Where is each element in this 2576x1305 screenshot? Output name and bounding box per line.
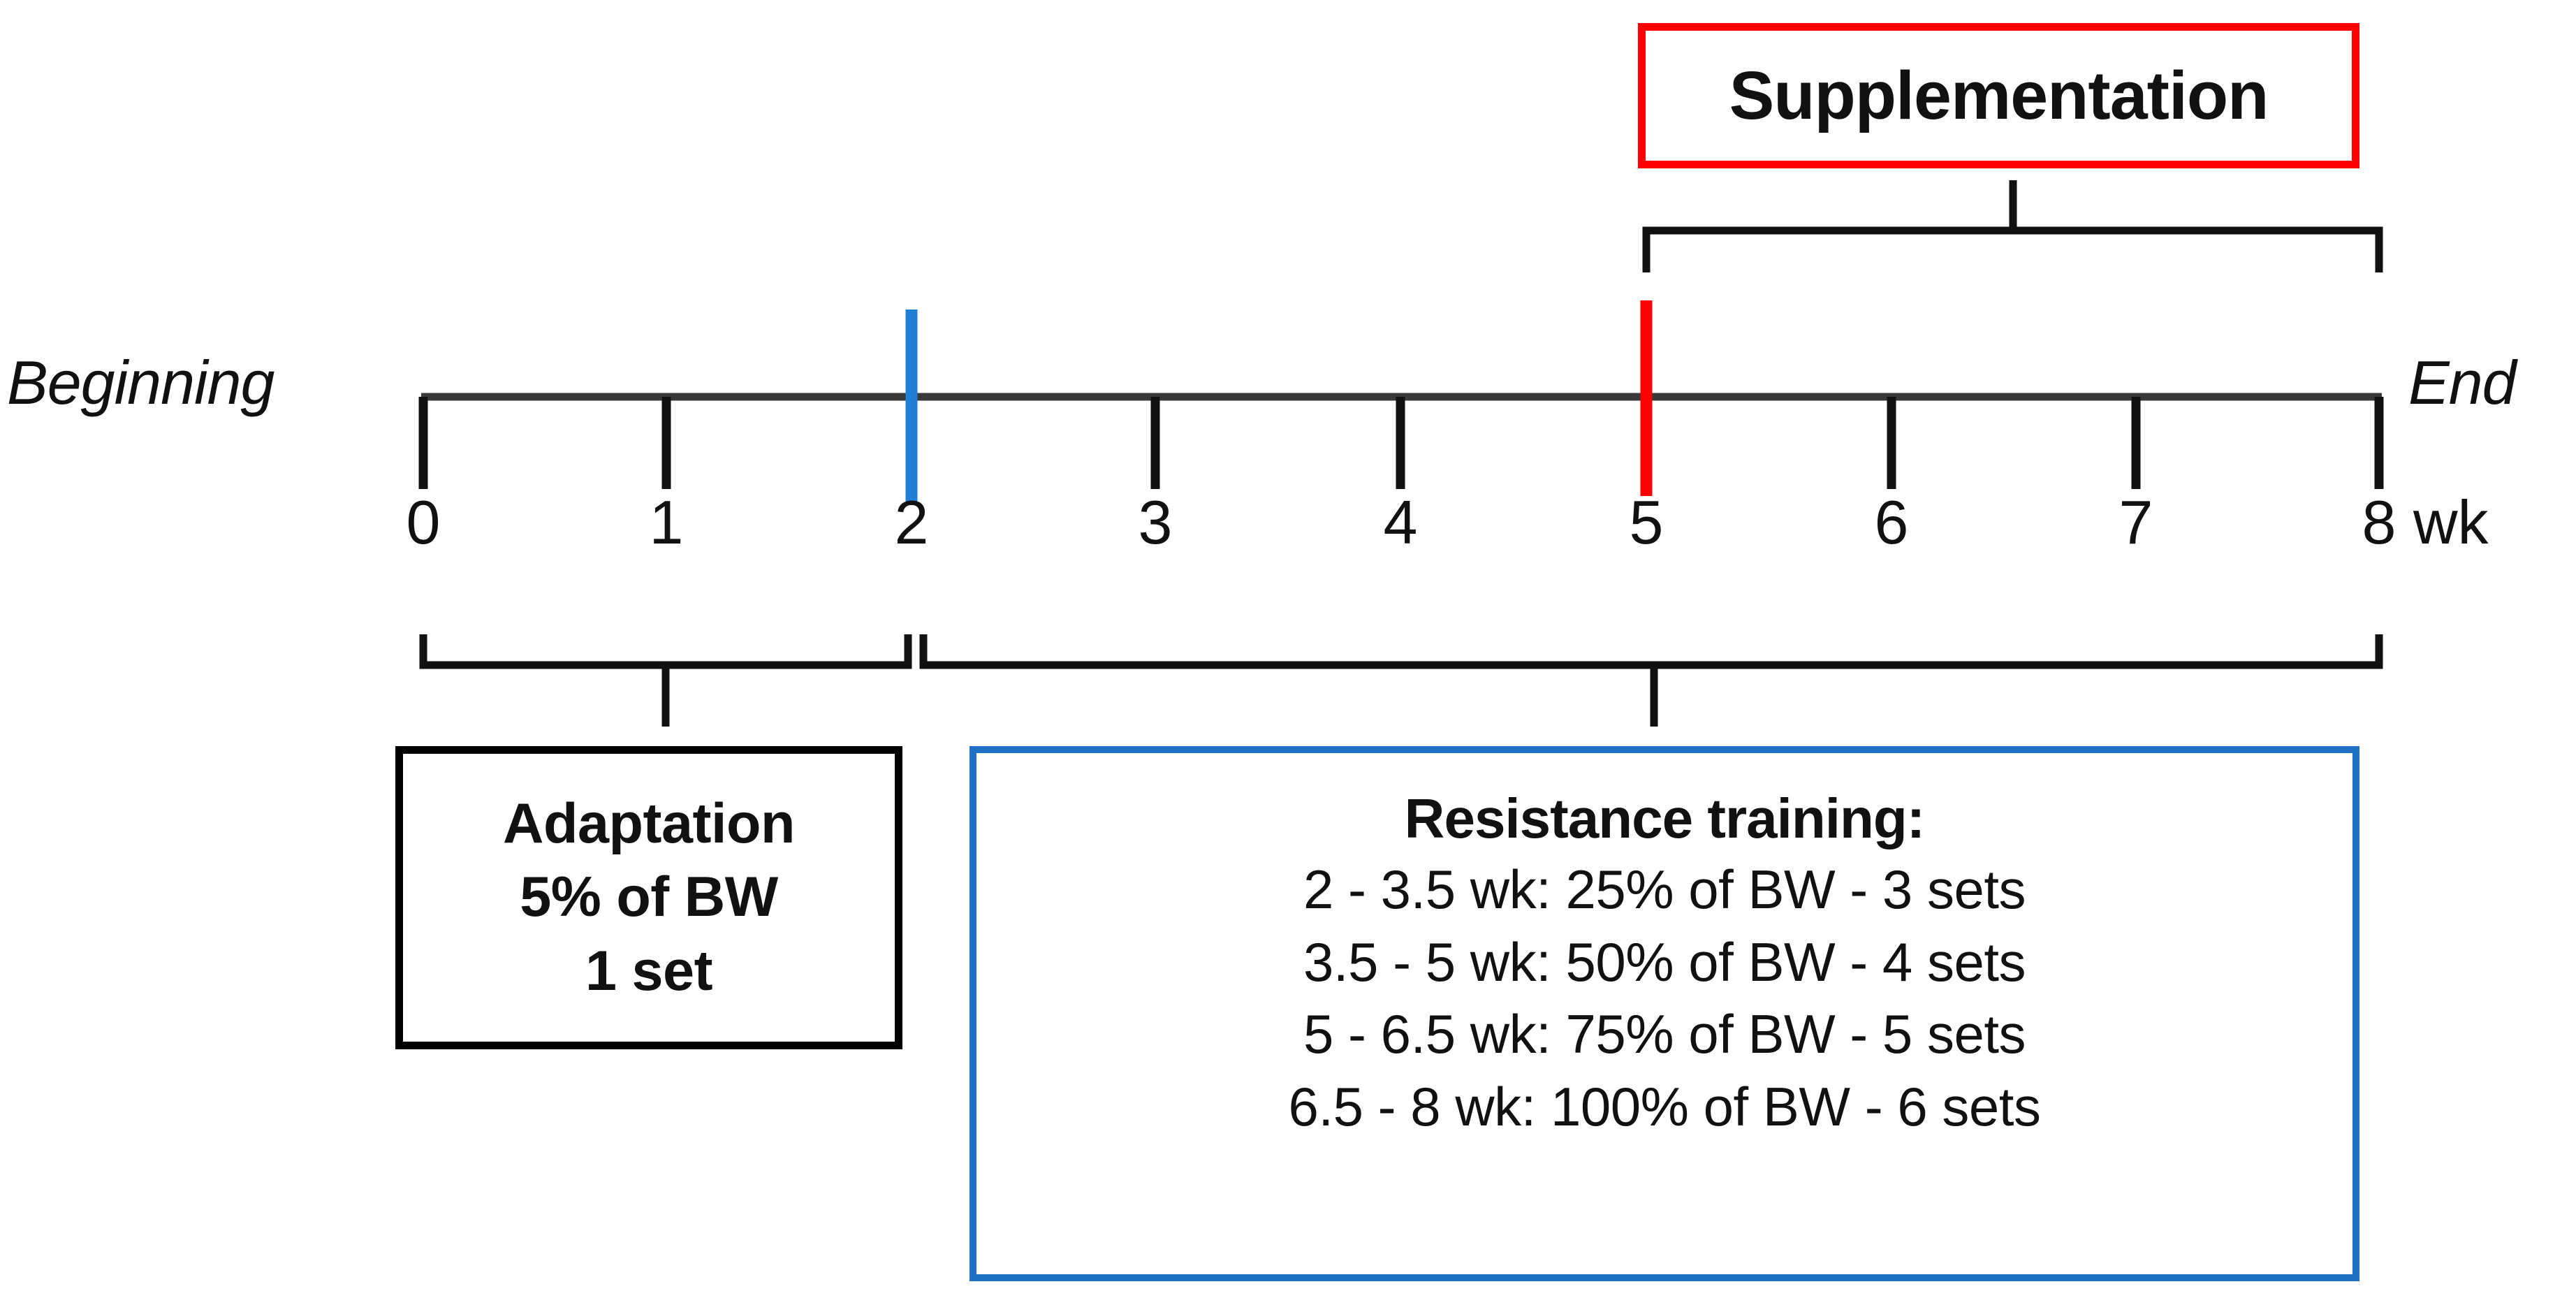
tick-label-5: 5 bbox=[1629, 488, 1664, 557]
resistance-training-line-1: 2 - 3.5 wk: 25% of BW - 3 sets bbox=[1303, 859, 2026, 920]
adaptation-line-1: Adaptation bbox=[503, 792, 795, 856]
supplementation-label: Supplementation bbox=[1729, 57, 2269, 133]
tick-label-7: 7 bbox=[2118, 488, 2153, 557]
tick-label-2: 2 bbox=[894, 488, 929, 557]
tick-label-1: 1 bbox=[649, 488, 684, 557]
resistance-training-bracket bbox=[919, 634, 2383, 669]
tick-label-3: 3 bbox=[1138, 488, 1173, 557]
timeline-end-label: End bbox=[2408, 348, 2517, 417]
timeline-unit-label: wk bbox=[2413, 488, 2489, 557]
supplementation-box: Supplementation bbox=[1638, 23, 2359, 168]
resistance-training-line-4: 6.5 - 8 wk: 100% of BW - 6 sets bbox=[1288, 1076, 2041, 1138]
tick-label-8: 8 bbox=[2362, 488, 2396, 557]
timeline-start-label: Beginning bbox=[7, 348, 275, 417]
resistance-training-line-3: 5 - 6.5 wk: 75% of BW - 5 sets bbox=[1303, 1003, 2026, 1065]
resistance-training-box: Resistance training: 2 - 3.5 wk: 25% of … bbox=[969, 746, 2359, 1281]
resistance-training-line-2: 3.5 - 5 wk: 50% of BW - 4 sets bbox=[1303, 931, 2026, 993]
adaptation-line-3: 1 set bbox=[585, 939, 713, 1003]
tick-label-0: 0 bbox=[406, 488, 441, 557]
resistance-training-header: Resistance training: bbox=[1404, 787, 1926, 850]
tick-label-6: 6 bbox=[1874, 488, 1909, 557]
tick-label-4: 4 bbox=[1383, 488, 1418, 557]
adaptation-bracket bbox=[419, 634, 912, 669]
supplementation-bracket bbox=[1642, 226, 2383, 272]
adaptation-box: Adaptation 5% of BW 1 set bbox=[395, 746, 902, 1049]
adaptation-line-2: 5% of BW bbox=[520, 866, 778, 929]
